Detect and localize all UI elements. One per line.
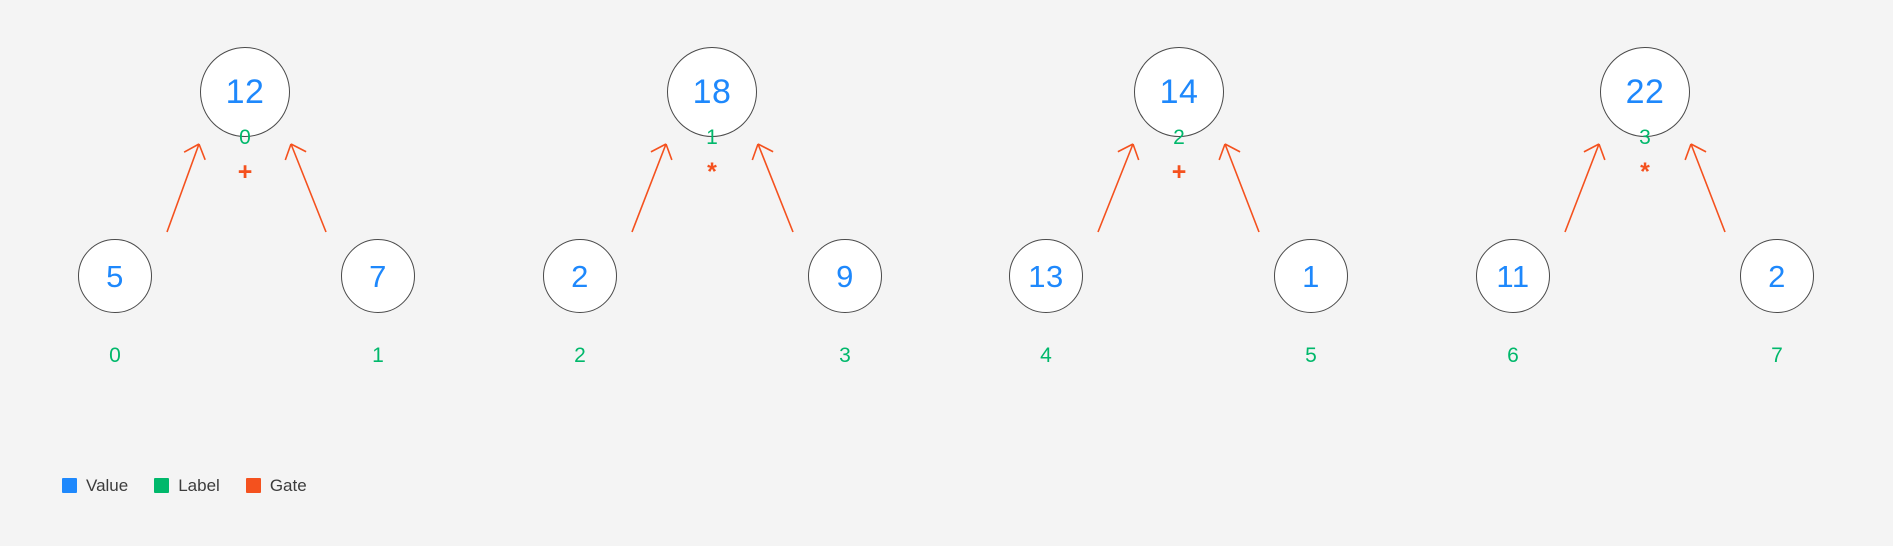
node-value: 1 xyxy=(1302,258,1320,294)
gate-swatch xyxy=(245,478,261,493)
node-value: 2 xyxy=(571,258,589,294)
leaf-index-label: 0 xyxy=(109,344,121,367)
leaf-index-label: 1 xyxy=(372,344,384,367)
node-value: 7 xyxy=(369,258,387,294)
node-value: 18 xyxy=(692,73,732,111)
graph-node-root[interactable]: 14 xyxy=(1134,47,1224,137)
leaf-index-label: 3 xyxy=(839,344,851,367)
graph-node-right[interactable]: 2 xyxy=(1740,239,1814,313)
node-value: 13 xyxy=(1028,258,1064,294)
legend-item-gate: Gate xyxy=(245,476,307,495)
node-value: 9 xyxy=(836,258,854,294)
gate-symbol: + xyxy=(1171,158,1187,186)
graph-node-left[interactable]: 13 xyxy=(1009,239,1083,313)
graph-node-root[interactable]: 12 xyxy=(200,47,290,137)
graph-edge-arrow xyxy=(1097,143,1140,233)
legend-item-label: Label xyxy=(154,477,220,494)
node-value: 14 xyxy=(1159,73,1199,111)
graph-node-left[interactable]: 2 xyxy=(543,239,617,313)
graph-edge-arrow xyxy=(284,143,327,233)
graph-node-right[interactable]: 9 xyxy=(808,239,882,313)
node-value: 11 xyxy=(1496,258,1530,294)
graph-node-right[interactable]: 7 xyxy=(341,239,415,313)
graph-edge-arrow xyxy=(1564,143,1606,233)
root-index-label: 3 xyxy=(1639,126,1651,149)
gate-symbol: * xyxy=(707,158,717,186)
leaf-index-label: 5 xyxy=(1305,344,1317,367)
label-swatch xyxy=(154,478,170,493)
legend-label-gate: Gate xyxy=(269,476,307,495)
root-index-label: 1 xyxy=(706,126,718,149)
graph-edge-arrow xyxy=(751,143,794,233)
legend-label-label: Label xyxy=(178,476,220,495)
graph-node-root[interactable]: 18 xyxy=(667,47,757,137)
legend-label-value: Value xyxy=(86,476,129,495)
graph-edge-arrow xyxy=(631,143,673,233)
legend: Value Label Gate xyxy=(62,477,307,494)
graph-node-root[interactable]: 22 xyxy=(1600,47,1690,137)
leaf-index-label: 2 xyxy=(574,344,586,367)
node-value: 12 xyxy=(225,73,265,111)
leaf-index-label: 6 xyxy=(1507,344,1519,367)
graph-node-left[interactable]: 5 xyxy=(78,239,152,313)
graph-node-left[interactable]: 11 xyxy=(1476,239,1550,313)
graph-edge-arrow xyxy=(1684,143,1726,233)
graph-node-right[interactable]: 1 xyxy=(1274,239,1348,313)
root-index-label: 0 xyxy=(239,126,251,149)
value-swatch xyxy=(62,478,77,493)
node-value: 5 xyxy=(106,258,124,294)
gate-symbol: * xyxy=(1640,158,1650,186)
graph-edge-arrow xyxy=(1218,143,1260,233)
graph-edge-arrow xyxy=(166,143,206,233)
legend-item-value: Value xyxy=(62,477,128,494)
node-value: 22 xyxy=(1625,73,1665,111)
node-value: 2 xyxy=(1768,258,1786,294)
leaf-index-label: 7 xyxy=(1771,344,1783,367)
gate-symbol: + xyxy=(237,158,253,186)
root-index-label: 2 xyxy=(1173,126,1185,149)
leaf-index-label: 4 xyxy=(1040,344,1052,367)
